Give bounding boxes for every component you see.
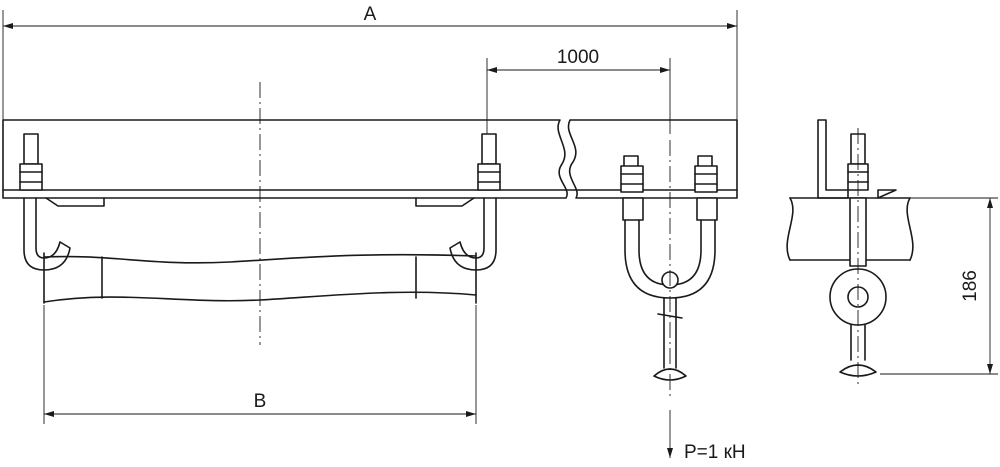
load-label: P=1 кН	[684, 442, 746, 463]
dimension-b-label: B	[254, 391, 267, 412]
dimension-a: A	[2, 4, 738, 120]
side-view	[786, 119, 914, 385]
j-hook-left	[19, 133, 105, 271]
pipe-body	[43, 252, 477, 304]
j-hook-right	[415, 133, 501, 271]
dimension-1000: 1000	[486, 47, 671, 134]
u-bolt-hanger	[620, 140, 718, 400]
dimension-a-label: A	[364, 4, 377, 25]
load-arrow: P=1 кН	[667, 410, 746, 463]
dimension-186: 186	[880, 197, 998, 375]
dimension-1000-label: 1000	[557, 47, 599, 68]
dimension-186-label: 186	[960, 270, 981, 302]
dimension-b: B	[43, 305, 477, 424]
beam-front	[2, 119, 738, 199]
